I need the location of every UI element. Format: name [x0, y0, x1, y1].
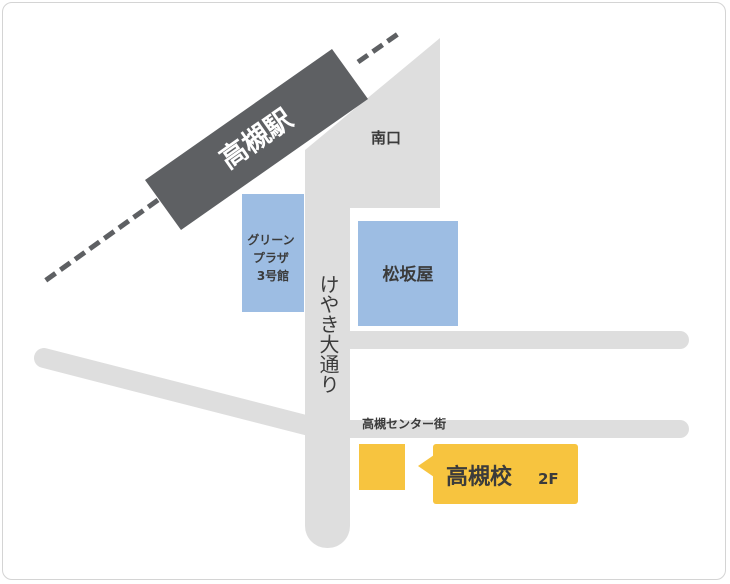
rail-line-north: [356, 31, 400, 65]
school-floor-label: 2F: [538, 470, 559, 488]
matsuzakaya-building: [358, 221, 458, 326]
callout-pointer: [418, 455, 434, 477]
school-label: 高槻校: [446, 464, 513, 490]
green-plaza-label: グリーン プラザ 3号館: [247, 232, 299, 283]
buildings: グリーン プラザ 3号館 松坂屋: [242, 194, 458, 326]
station-body: [145, 49, 368, 230]
south-exit-label: 南口: [371, 129, 401, 147]
railway: [40, 31, 400, 286]
keyaki-street-label: けやき大通り: [316, 274, 340, 394]
school-location-square: [359, 444, 405, 490]
green-plaza-line-2: プラザ: [253, 250, 289, 265]
green-plaza-line-1: グリーン: [247, 232, 294, 247]
green-plaza-building: [242, 194, 304, 312]
school-callout-box: [433, 444, 578, 504]
school-marker: 高槻校 2F: [359, 444, 578, 504]
matsuzakaya-label: 松坂屋: [383, 264, 434, 285]
green-plaza-line-3: 3号館: [257, 268, 289, 283]
rail-line-south: [40, 197, 160, 286]
center-street-label: 高槻センター街: [362, 416, 446, 431]
roads: [34, 38, 689, 548]
keyaki-street-road: [305, 200, 350, 548]
west-road: [34, 348, 335, 440]
